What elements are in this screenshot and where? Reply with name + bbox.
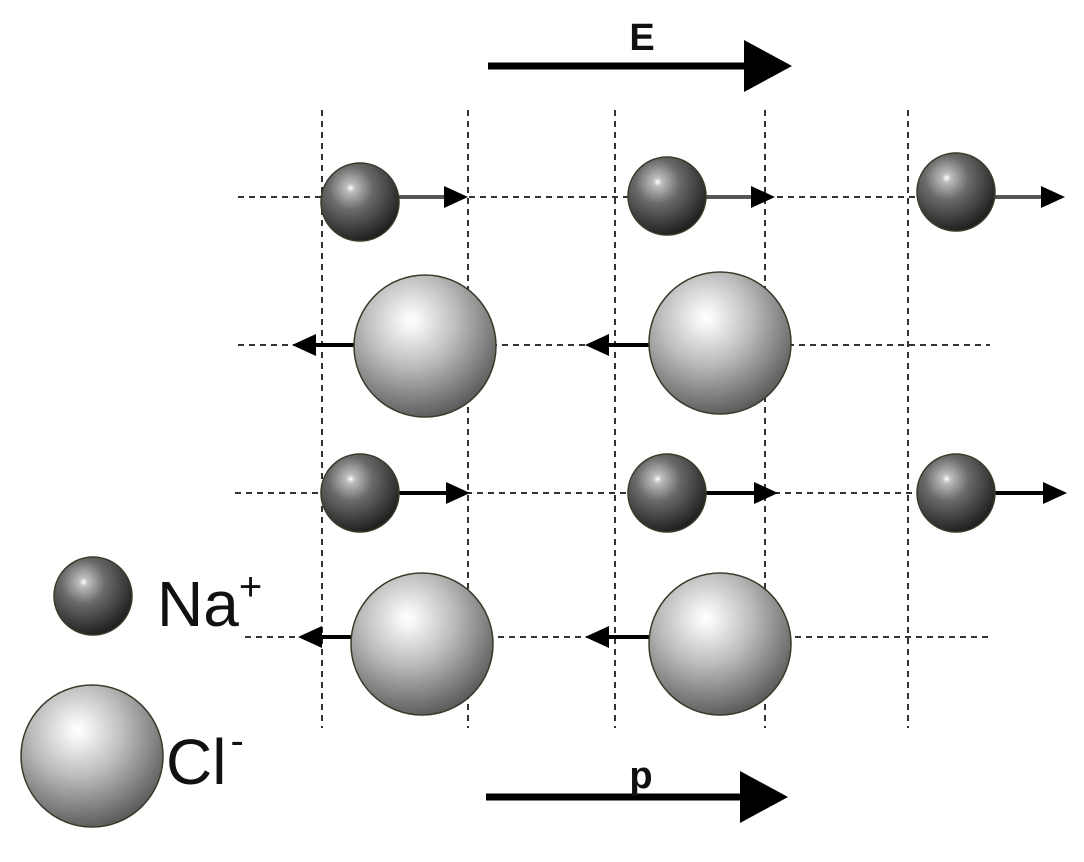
arrow-right-icon <box>398 186 468 208</box>
arrow-left-icon <box>585 626 652 648</box>
arrow-head-icon <box>744 40 792 92</box>
na-ion <box>320 162 400 242</box>
arrow-left-icon <box>585 334 652 356</box>
cl-ion <box>350 572 494 716</box>
electric-field-vector: E <box>488 17 792 92</box>
legend-cl-label: Cl- <box>166 719 244 798</box>
na-ion <box>916 453 996 533</box>
arrow-right-icon <box>993 186 1065 208</box>
polarization-vector: p <box>486 755 788 823</box>
legend-na-label: Na+ <box>157 565 262 640</box>
arrow-right-icon <box>398 482 470 504</box>
arrow-head-icon <box>740 771 788 823</box>
na-ion <box>627 453 707 533</box>
arrow-right-icon <box>993 482 1067 504</box>
cl-ion <box>648 572 792 716</box>
polarization-label: p <box>629 755 652 797</box>
na-ion <box>916 152 996 232</box>
arrow-right-icon <box>705 186 775 208</box>
ions <box>320 152 996 716</box>
na-ion <box>627 156 707 236</box>
field-label: E <box>629 17 654 59</box>
cl-charge: - <box>230 719 243 763</box>
cl-ion <box>353 274 497 418</box>
cl-ion <box>648 271 792 415</box>
na-ion <box>320 453 400 533</box>
displacement-arrows <box>292 186 1067 648</box>
arrow-left-icon <box>292 334 356 356</box>
legend: Na+ Cl- <box>20 556 262 828</box>
legend-cl-swatch <box>20 684 164 828</box>
arrow-left-icon <box>298 626 352 648</box>
arrow-right-icon <box>705 482 778 504</box>
na-charge: + <box>239 565 262 609</box>
legend-na-swatch <box>53 556 133 636</box>
